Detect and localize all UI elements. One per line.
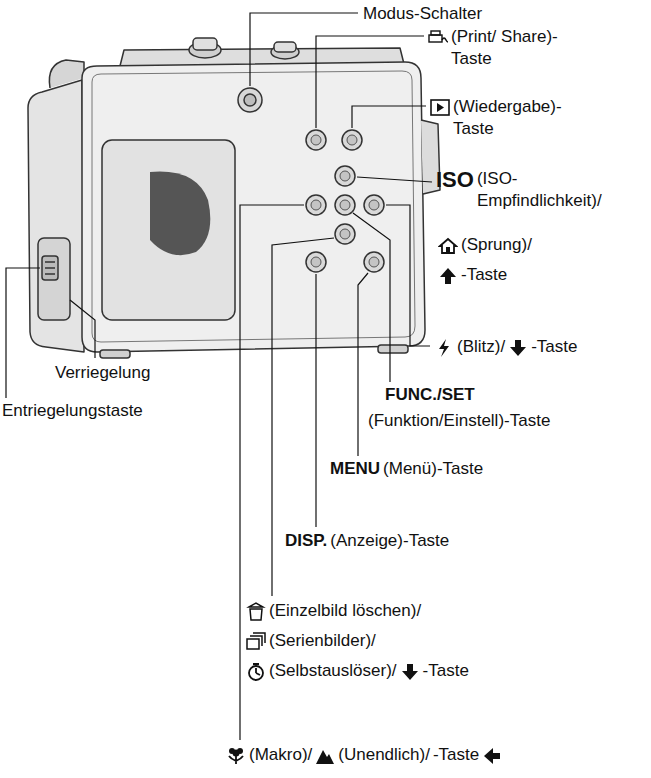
button-icon <box>428 28 448 48</box>
button-icon <box>430 98 450 118</box>
button-icon <box>226 746 246 766</box>
button-icon <box>400 662 420 682</box>
label-row: (Blitz)/ -Taste <box>434 336 577 358</box>
part-label: MENU <box>330 458 380 480</box>
button-icon <box>482 746 502 766</box>
label-row: Verriegelung <box>55 362 150 384</box>
part-label: (Blitz)/ <box>457 336 505 358</box>
part-label: (Serienbilder)/ <box>269 630 376 652</box>
part-label: Verriegelung <box>55 362 150 384</box>
part-label: (Funktion/Einstell)-Taste <box>368 410 550 432</box>
label-row: MENU(Menü)-Taste <box>330 458 483 480</box>
part-label: -Taste <box>433 744 479 766</box>
part-label: (Print/ Share)-Taste <box>451 26 569 70</box>
label-row: (Einzelbild löschen)/ <box>246 600 421 622</box>
label-row: Modus-Schalter <box>363 3 482 25</box>
part-label: (Einzelbild löschen)/ <box>269 600 421 622</box>
button-icon <box>438 266 458 286</box>
label-row: (Print/ Share)-Taste <box>428 26 569 70</box>
part-label: Entriegelungstaste <box>2 400 143 422</box>
part-label: ISO <box>436 168 474 192</box>
leader-lines <box>6 13 432 740</box>
label-row: (Funktion/Einstell)-Taste <box>368 410 550 432</box>
part-label: (Menü)-Taste <box>383 458 483 480</box>
label-row: (Selbstauslöser)/ -Taste <box>246 660 469 682</box>
button-icon <box>246 632 266 652</box>
label-row: Entriegelungstaste <box>2 400 143 422</box>
label-row: (Wiedergabe)- Taste <box>430 96 583 140</box>
part-label: (Anzeige)-Taste <box>330 530 449 552</box>
part-label: (Unendlich)/ <box>338 744 430 766</box>
part-label: (Sprung)/ <box>461 234 532 256</box>
label-row: -Taste <box>438 264 507 286</box>
button-icon <box>438 236 458 256</box>
part-label: FUNC./SET <box>385 384 475 406</box>
part-label: (Selbstauslöser)/ <box>269 660 397 682</box>
button-icon <box>246 662 266 682</box>
label-row: ISO(ISO- Empfindlichkeit)/ <box>436 168 635 212</box>
button-icon <box>508 338 528 358</box>
label-row: (Sprung)/ <box>438 234 532 256</box>
part-label: -Taste <box>461 264 507 286</box>
part-label: (ISO- Empfindlichkeit)/ <box>477 168 635 212</box>
button-icon <box>246 602 266 622</box>
label-row: (Makro)/ (Unendlich)/-Taste <box>226 744 502 766</box>
button-icon <box>315 746 335 766</box>
part-label: (Makro)/ <box>249 744 312 766</box>
part-label: DISP. <box>285 530 327 552</box>
label-row: (Serienbilder)/ <box>246 630 376 652</box>
part-label: -Taste <box>423 660 469 682</box>
part-label: (Wiedergabe)- Taste <box>453 96 583 140</box>
part-label: -Taste <box>531 336 577 358</box>
label-row: FUNC./SET <box>385 384 475 406</box>
part-label: Modus-Schalter <box>363 3 482 25</box>
label-row: DISP.(Anzeige)-Taste <box>285 530 449 552</box>
button-icon <box>434 338 454 358</box>
